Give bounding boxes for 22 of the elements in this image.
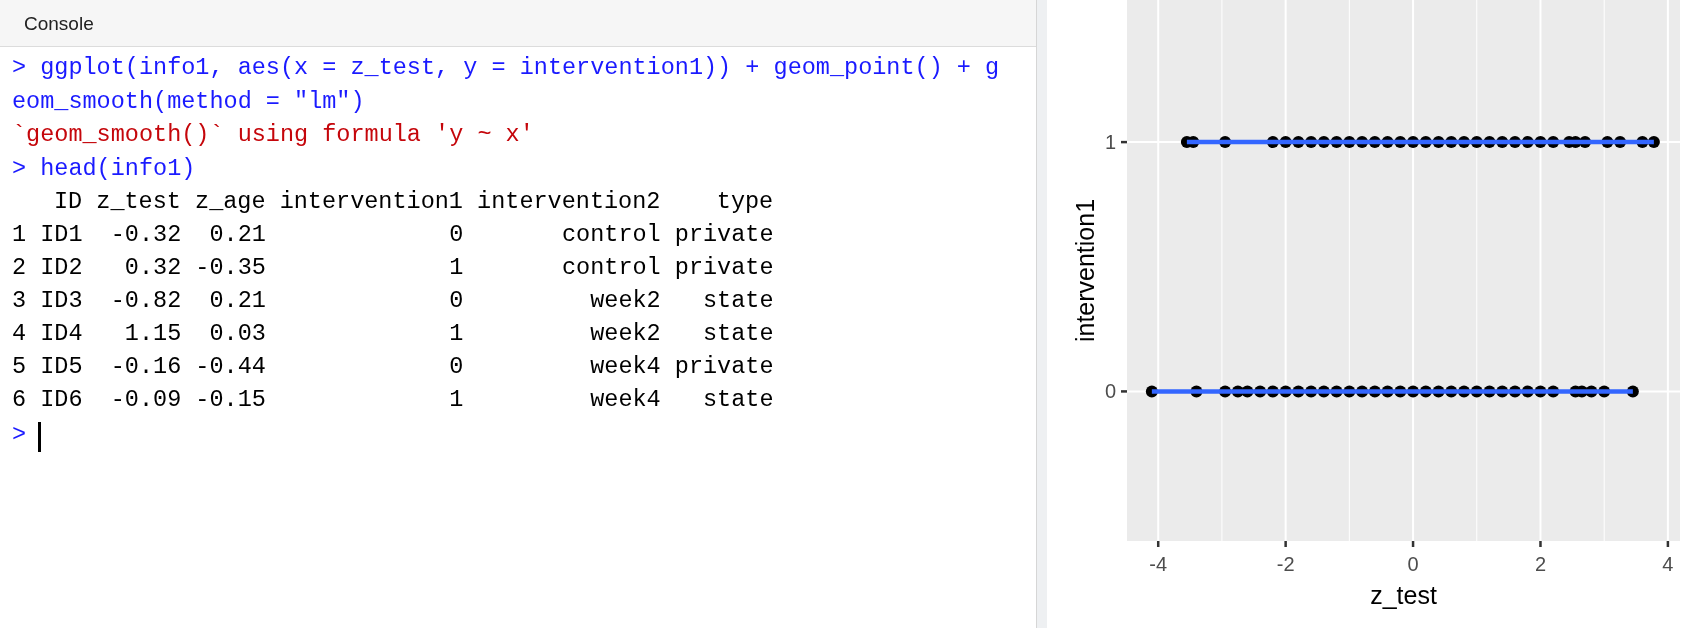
tick-label: 4 [1662,553,1674,575]
axis-title: intervention1 [1071,198,1099,343]
tick-label: 2 [1534,553,1547,575]
table-row: 1 ID1 -0.32 0.21 0 control private [12,220,774,250]
tick-label: 0 [1104,380,1116,403]
console-prompt: > [12,420,27,450]
console-message: `geom_smooth()` using formula 'y ~ x' [12,120,534,150]
table-row: 5 ID5 -0.16 -0.44 0 week4 private [12,352,774,382]
table-header: ID z_test z_age intervention1 intervention2 type [54,187,774,217]
console-command: > ggplot(info1, aes(x = z_test, y = intervention1)) + geom_point() + g [12,53,1000,83]
tick-label: -2 [1276,553,1295,575]
pane-title: Console [24,12,94,36]
console-command: eom_smooth(method = "lm") [12,87,365,117]
tick-label: -4 [1149,553,1168,575]
table-row: 6 ID6 -0.09 -0.15 1 week4 state [12,385,774,415]
tick-label: 1 [1104,131,1116,154]
console-command: > head(info1) [12,154,196,184]
table-row: 2 ID2 0.32 -0.35 1 control private [12,253,774,283]
table-row: 4 ID4 1.15 0.03 1 week2 state [12,319,774,349]
table-row: 3 ID3 -0.82 0.21 0 week2 state [12,286,774,316]
tick-label: 0 [1407,553,1419,575]
axis-title: z_test [1370,581,1437,609]
